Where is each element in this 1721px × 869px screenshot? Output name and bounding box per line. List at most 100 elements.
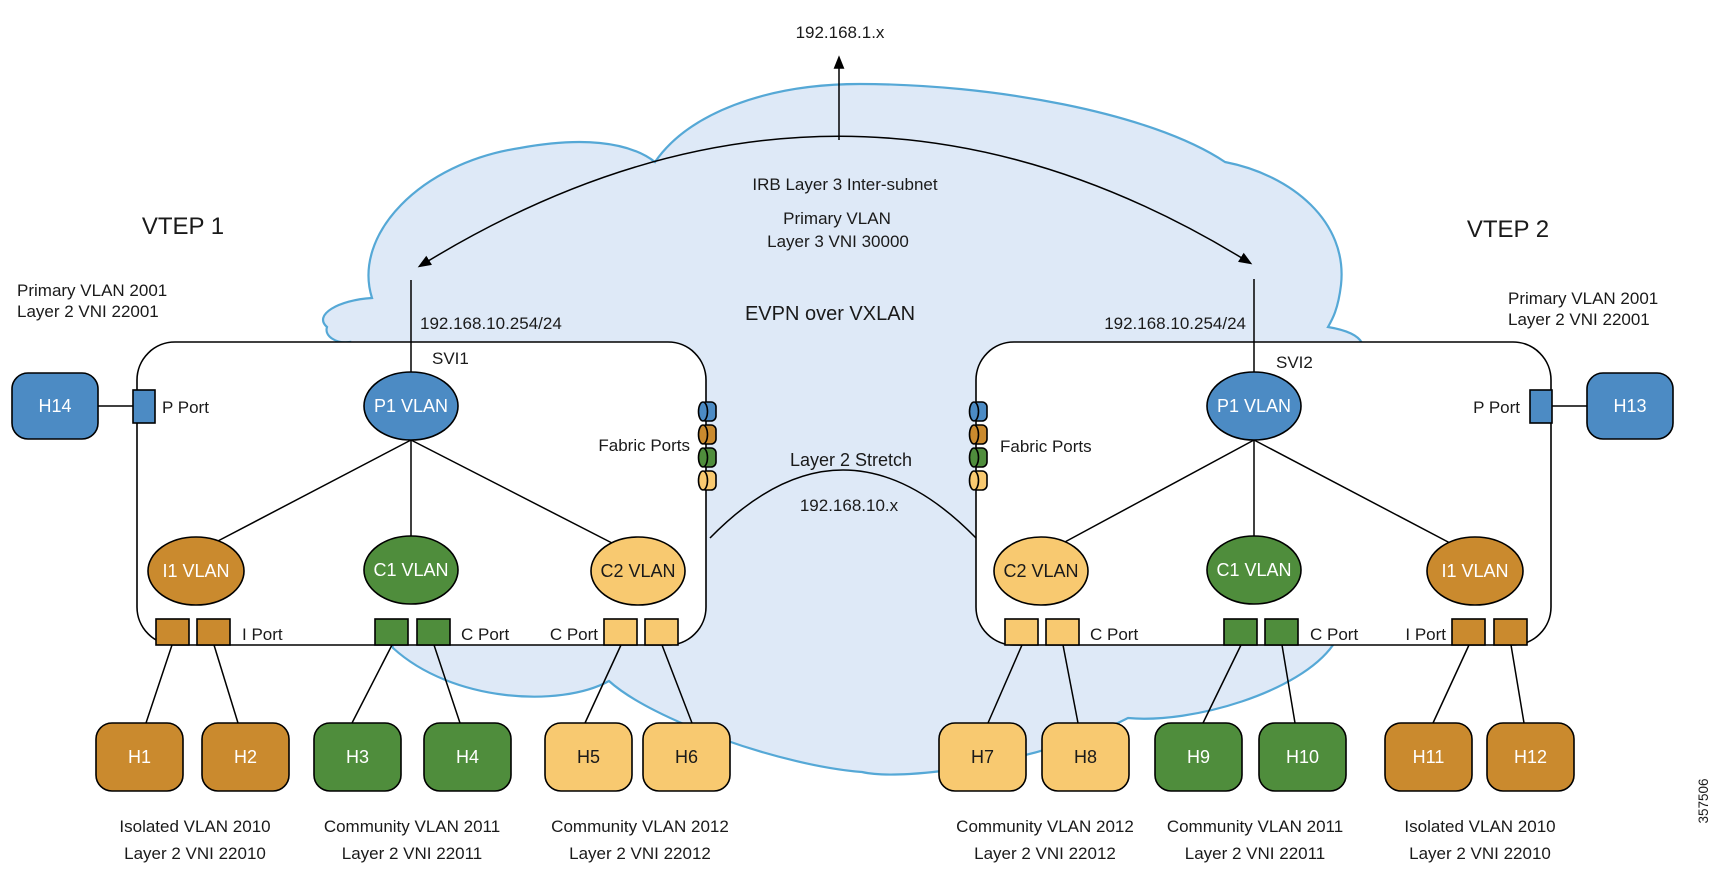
c-port-square xyxy=(374,618,409,646)
vtep2-p1-vlan-ellipse xyxy=(1206,371,1302,441)
hosts: H14 H13 H1 H2 H3 H4 H5 H6 H7 H8 H9 H10 H… xyxy=(11,372,1674,792)
vtep1-p1-to-i1-link xyxy=(215,439,412,543)
vtep1-p1-vlan-ellipse xyxy=(363,371,459,441)
host-h2-label: H2 xyxy=(234,747,257,767)
vtep2-c1-ports xyxy=(1223,618,1299,646)
fabric-cylinder-orange xyxy=(968,424,988,445)
host-h8 xyxy=(1041,722,1130,792)
vtep1-i-port-label: I Port xyxy=(242,625,283,644)
i-port-square xyxy=(196,618,231,646)
host-h6 xyxy=(642,722,731,792)
vtep2-p1-to-i1-link xyxy=(1253,439,1451,544)
host-h10-label: H10 xyxy=(1286,747,1319,767)
host-h11-label: H11 xyxy=(1413,747,1445,767)
vtep1-title: VTEP 1 xyxy=(142,213,224,240)
c-port-square xyxy=(603,618,638,646)
vtep1-c1-vlan-ellipse xyxy=(363,535,459,605)
caption-right-isolated-l1: Isolated VLAN 2010 xyxy=(1404,817,1555,836)
caption-right-community2011-l2: Layer 2 VNI 22011 xyxy=(1185,844,1326,863)
vtep1-c2-vlan-ellipse xyxy=(590,536,686,606)
host-h2 xyxy=(201,722,290,792)
vtep2-p1-vlan-label: P1 VLAN xyxy=(1217,396,1291,416)
host-h9-label: H9 xyxy=(1187,747,1210,767)
host-h14 xyxy=(11,372,99,440)
host-h3 xyxy=(313,722,402,792)
vtep1-c-port-label-1: C Port xyxy=(461,625,509,644)
host-h13 xyxy=(1586,372,1674,440)
evpn-over-vxlan-label: EVPN over VXLAN xyxy=(745,303,915,325)
c-port-square xyxy=(1045,618,1080,646)
vtep1-svi-ip: 192.168.10.254/24 xyxy=(420,314,562,333)
vtep1-l2-vni: Layer 2 VNI 22001 xyxy=(17,302,159,321)
caption-right-community2012-l1: Community VLAN 2012 xyxy=(956,817,1134,836)
caption-right-community2012-l2: Layer 2 VNI 22012 xyxy=(974,844,1116,863)
caption-left-community2012-l1: Community VLAN 2012 xyxy=(551,817,729,836)
vtep2-c1-vlan-label: C1 VLAN xyxy=(1216,560,1291,580)
vtep2-i1-vlan-label: I1 VLAN xyxy=(1441,561,1508,581)
fabric-cylinder-blue xyxy=(697,401,717,422)
vtep1-p1-vlan-label: P1 VLAN xyxy=(374,396,448,416)
vtep2-c-port-label-1: C Port xyxy=(1310,625,1358,644)
host-h8-label: H8 xyxy=(1074,747,1097,767)
fabric-cylinder-yellow xyxy=(697,470,717,491)
vtep2-title: VTEP 2 xyxy=(1467,216,1549,243)
vtep1-c2-ports xyxy=(603,618,679,646)
vtep2-p-port-square xyxy=(1529,389,1553,424)
vtep2-c2-vlan-ellipse xyxy=(993,536,1089,606)
vtep2-i1-vlan-ellipse xyxy=(1426,536,1524,606)
vtep2-box xyxy=(975,341,1552,646)
vtep2-p-port-label: P Port xyxy=(1473,398,1520,417)
vtep1-fabric-port-cylinders xyxy=(697,401,717,491)
vtep2-fabric-port-cylinders xyxy=(968,401,988,491)
host-h4 xyxy=(423,722,512,792)
fabric-cylinder-blue xyxy=(968,401,988,422)
host-h4-label: H4 xyxy=(456,747,479,767)
vtep1-c-port-label-2: C Port xyxy=(550,625,598,644)
caption-left-community2011-l1: Community VLAN 2011 xyxy=(324,817,500,836)
c-port-square xyxy=(644,618,679,646)
caption-right-isolated-l2: Layer 2 VNI 22010 xyxy=(1409,844,1551,863)
host-h7-label: H7 xyxy=(971,747,994,767)
layer2-stretch-label: Layer 2 Stretch xyxy=(790,450,912,470)
i-port-square xyxy=(1451,618,1486,646)
fabric-cylinder-orange xyxy=(697,424,717,445)
vtep1-i1-vlan-ellipse xyxy=(147,536,245,606)
caption-right-community2011-l1: Community VLAN 2011 xyxy=(1167,817,1343,836)
primary-vlan-label: Primary VLAN xyxy=(783,209,891,228)
vtep1-fabric-ports-label: Fabric Ports xyxy=(598,436,690,455)
host-h5 xyxy=(544,722,633,792)
vtep2-svi-ip: 192.168.10.254/24 xyxy=(1104,314,1246,333)
vtep1-svi-label: SVI1 xyxy=(432,349,469,368)
c-port-square xyxy=(416,618,451,646)
host-h14-label: H14 xyxy=(38,396,71,416)
i-port-square xyxy=(1493,618,1528,646)
fabric-cylinder-yellow xyxy=(968,470,988,491)
external-network-ip: 192.168.1.x xyxy=(796,23,885,42)
vtep2-c2-vlan-label: C2 VLAN xyxy=(1003,561,1078,581)
vtep2-c2-ports xyxy=(1004,618,1080,646)
vtep1-i-ports xyxy=(155,618,231,646)
irb-inter-subnet-arrow xyxy=(417,135,1253,268)
vtep1-c1-ports xyxy=(374,618,451,646)
irb-label: IRB Layer 3 Inter-subnet xyxy=(752,175,937,194)
host-h12 xyxy=(1486,722,1575,792)
layer2-subnet-label: 192.168.10.x xyxy=(800,496,899,515)
vtep2-c-port-label-2: C Port xyxy=(1090,625,1138,644)
vtep1-c1-vlan-label: C1 VLAN xyxy=(373,560,448,580)
caption-left-community2011-l2: Layer 2 VNI 22011 xyxy=(342,844,483,863)
vtep1-i1-vlan-label: I1 VLAN xyxy=(162,561,229,581)
i-port-square xyxy=(155,618,190,646)
c-port-square xyxy=(1223,618,1258,646)
vtep1-p-port-square xyxy=(132,389,156,424)
host-h11 xyxy=(1384,722,1473,792)
vtep2-l2-vni: Layer 2 VNI 22001 xyxy=(1508,310,1650,329)
host-h6-label: H6 xyxy=(675,747,698,767)
host-h5-label: H5 xyxy=(577,747,600,767)
host-h1 xyxy=(95,722,184,792)
vtep2-c1-vlan-ellipse xyxy=(1206,535,1302,605)
c-port-square xyxy=(1004,618,1039,646)
vtep2-primary-vlan: Primary VLAN 2001 xyxy=(1508,289,1658,308)
vtep1-p1-to-c2-link xyxy=(410,439,613,544)
host-h7 xyxy=(938,722,1027,792)
